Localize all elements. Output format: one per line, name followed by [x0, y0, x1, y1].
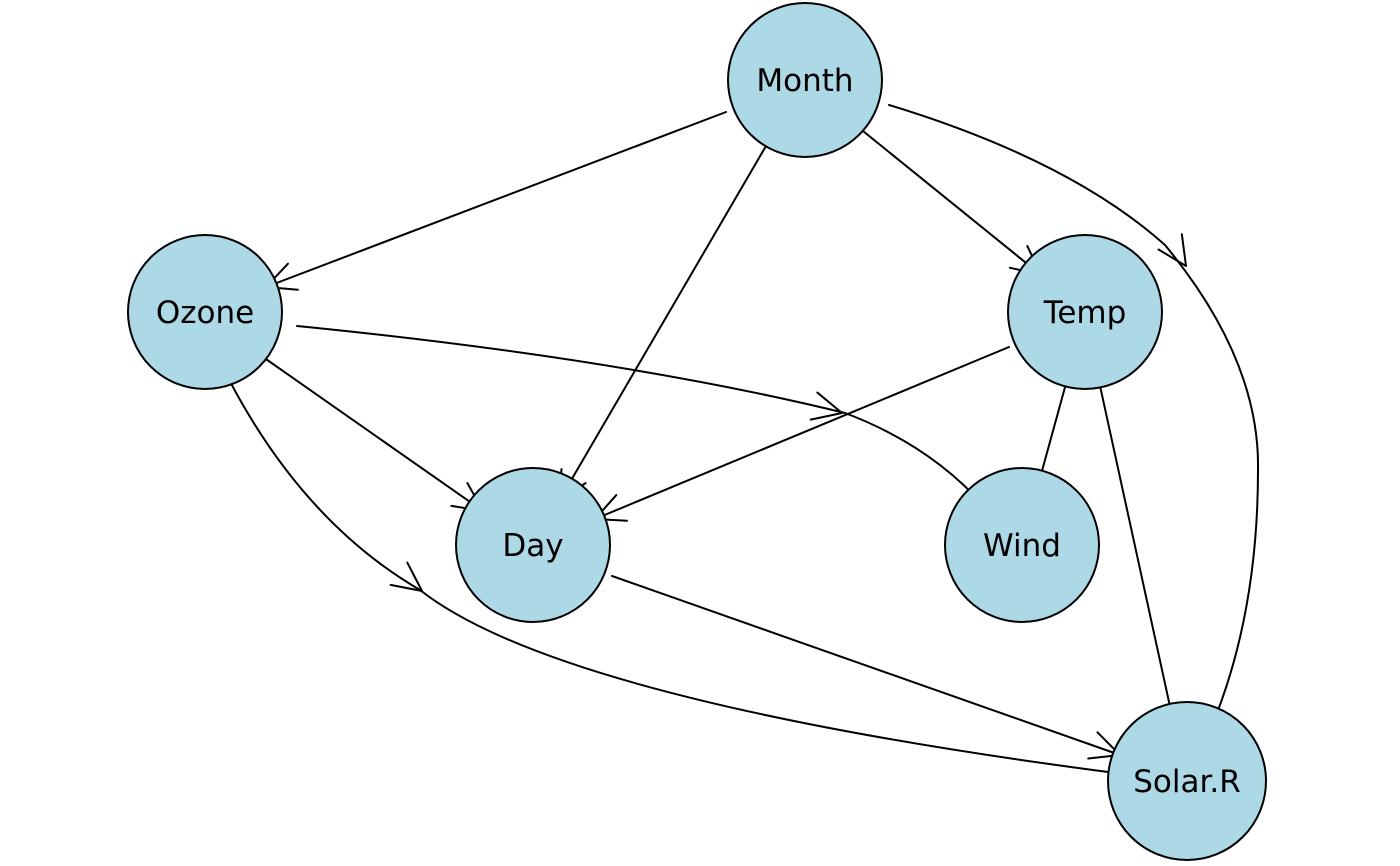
node-circle-ozone	[127, 234, 283, 390]
node-solar: Solar.R	[1107, 701, 1267, 861]
edge-month-ozone	[265, 111, 727, 291]
node-wind: Wind	[944, 467, 1100, 623]
edge-ozone-solar	[223, 369, 1109, 773]
edge-line-temp-day	[594, 346, 1010, 520]
edge-line-ozone-day	[262, 356, 484, 512]
node-label-ozone: Ozone	[156, 295, 254, 331]
edge-line-day-solar	[611, 575, 1121, 756]
node-circle-wind	[944, 467, 1100, 623]
node-label-solar: Solar.R	[1133, 764, 1241, 800]
edge-line-month-solar	[888, 104, 1260, 736]
edges-layer	[223, 104, 1260, 773]
edge-line-ozone-wind	[296, 325, 985, 507]
edge-line-month-ozone	[265, 111, 727, 288]
node-label-month: Month	[756, 63, 853, 99]
node-label-day: Day	[502, 528, 563, 564]
node-label-wind: Wind	[983, 528, 1061, 564]
edge-ozone-wind	[296, 325, 985, 507]
node-month: Month	[727, 2, 883, 158]
arrowhead-month-solar	[1157, 233, 1187, 267]
node-circle-temp	[1007, 234, 1163, 390]
arrowhead-ozone-wind	[809, 391, 843, 421]
node-temp: Temp	[1007, 234, 1163, 390]
node-day: Day	[455, 467, 611, 623]
node-ozone: Ozone	[127, 234, 283, 390]
edge-month-temp	[857, 126, 1042, 276]
node-circle-month	[727, 2, 883, 158]
arrowhead-ozone-solar	[389, 561, 423, 592]
edge-temp-solar	[1096, 371, 1185, 735]
edge-month-day	[558, 133, 774, 502]
edge-line-ozone-solar	[223, 369, 1109, 773]
node-circle-solar	[1107, 701, 1267, 861]
node-circle-day	[455, 467, 611, 623]
edge-line-month-day	[558, 133, 774, 502]
edge-month-solar	[888, 104, 1260, 736]
edge-ozone-day	[262, 356, 484, 512]
edge-line-month-temp	[857, 126, 1042, 276]
edge-line-temp-solar	[1096, 371, 1177, 735]
node-label-temp: Temp	[1043, 295, 1127, 331]
